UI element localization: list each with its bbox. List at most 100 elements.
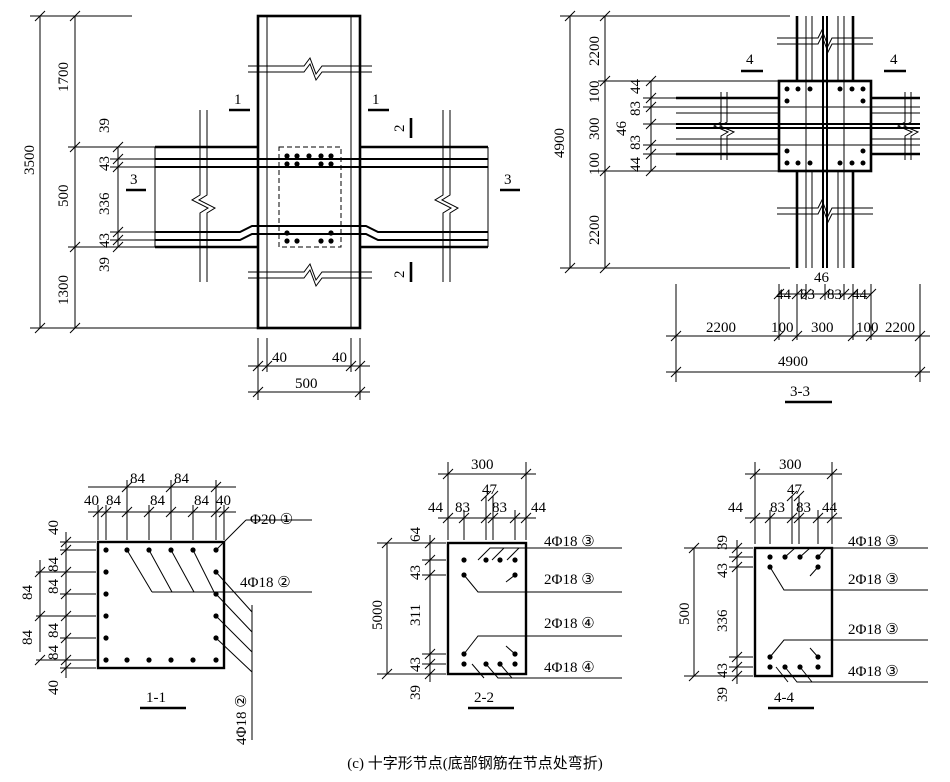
- section-1-1: Φ20 ① 4Φ18 ② 4Φ18 ② 84 84 40 84 84 84 40…: [20, 471, 312, 745]
- s44-left-39b: 39: [715, 687, 731, 702]
- joint-zone: [278, 146, 342, 248]
- s44-left-43b: 43: [715, 663, 731, 678]
- plan-beam-w: 300: [587, 118, 603, 141]
- section-3-3-title: 3-3: [790, 384, 810, 400]
- section-2-2-outline: [446, 541, 528, 676]
- s22-left-64: 64: [408, 527, 424, 543]
- section-2-2-title: 2-2: [474, 690, 494, 706]
- s11-dots: [103, 547, 219, 663]
- s11-label-main: Φ20 ①: [250, 512, 293, 528]
- mark-1-right: 1: [372, 92, 380, 108]
- mark-2-top: 2: [392, 125, 408, 133]
- plan-h-44b: 44: [852, 287, 868, 303]
- s11-left-84b: 84: [46, 579, 62, 595]
- s11-top-84b: 84: [174, 471, 190, 487]
- s11-left-40a: 40: [46, 520, 62, 535]
- s22-label-1: 4Φ18 ③: [544, 534, 595, 550]
- plan-h-100-left: 100: [771, 320, 794, 336]
- s44-label-1: 4Φ18 ③: [848, 534, 899, 550]
- s44-width: 300: [779, 457, 802, 473]
- s22-left-43b: 43: [408, 657, 424, 672]
- dim-upper: 1700: [56, 62, 72, 92]
- break-line: [248, 56, 372, 76]
- s11-left-84a: 84: [46, 557, 62, 573]
- s22-label-2: 2Φ18 ③: [544, 572, 595, 588]
- section-1-1-outline: [96, 540, 226, 670]
- s11-top-84c: 84: [106, 493, 122, 509]
- section-4-4: 4Φ18 ③ 2Φ18 ③ 2Φ18 ③ 4Φ18 ③ 300 47 44 83…: [677, 457, 928, 710]
- elevation-rebar-dots: [284, 153, 334, 244]
- plan-h-83a: 83: [800, 287, 815, 303]
- s11-top-84e: 84: [194, 493, 210, 509]
- plan-arm-top: 2200: [587, 36, 603, 66]
- plan-view: 4 4 4900 2200 100 300 100 2200 44 83 46 …: [552, 10, 930, 404]
- s22-top-47: 47: [482, 482, 498, 498]
- s11-label-bottom: 4Φ18 ②: [234, 694, 250, 745]
- mark-1-left: 1: [234, 92, 242, 108]
- s44-top-44b: 44: [822, 500, 838, 516]
- s11-label-side: 4Φ18 ②: [240, 575, 291, 591]
- plan-h-46: 46: [814, 270, 830, 286]
- s22-width: 300: [471, 457, 494, 473]
- s22-left-43a: 43: [408, 565, 424, 580]
- plan-joint: [777, 79, 873, 173]
- section-1-1-title: 1-1: [146, 690, 166, 706]
- bent-bottom-rebar: [155, 225, 488, 233]
- s22-label-3: 2Φ18 ④: [544, 616, 595, 632]
- plan-edge-bot: 100: [587, 153, 603, 176]
- mark-4-left: 4: [746, 52, 754, 68]
- s44-dots: [767, 554, 821, 670]
- mark-4-right: 4: [890, 52, 898, 68]
- mark-3-left: 3: [130, 172, 138, 188]
- s11-outer-84b: 84: [20, 630, 36, 646]
- s44-label-2: 2Φ18 ③: [848, 572, 899, 588]
- plan-rebar-dots: [784, 86, 866, 166]
- plan-v-dim-5: 44: [628, 157, 644, 173]
- s11-top-84d: 84: [150, 493, 166, 509]
- s22-height: 5000: [370, 600, 386, 630]
- dim-spacing-top: 43: [97, 156, 113, 171]
- dim-col-cover-right: 40: [332, 350, 347, 366]
- elevation-view: 1 1 2 2 3 3 3500 1700 500 1300 39 43: [22, 10, 520, 400]
- plan-v-dim-3: 46: [614, 121, 630, 137]
- dim-lower: 1300: [56, 275, 72, 305]
- section-4-4-outline: [753, 546, 834, 678]
- s44-label-3: 2Φ18 ③: [848, 622, 899, 638]
- s22-top-44a: 44: [428, 500, 444, 516]
- plan-h-44a: 44: [776, 287, 792, 303]
- dim-cover-bot: 39: [97, 257, 113, 272]
- dim-total: 3500: [22, 145, 38, 175]
- column-outline: [256, 14, 362, 330]
- s11-top-40a: 40: [84, 493, 99, 509]
- plan-h-83b: 83: [827, 287, 842, 303]
- plan-h-2200-right: 2200: [885, 320, 915, 336]
- s22-left-39: 39: [408, 685, 424, 700]
- dim-spacing-bot: 43: [97, 233, 113, 248]
- section-4-4-title: 4-4: [774, 690, 794, 706]
- mark-2-bottom: 2: [392, 271, 408, 279]
- dim-col-cover-left: 40: [272, 350, 287, 366]
- mark-3-right: 3: [504, 172, 512, 188]
- s22-left-311: 311: [408, 604, 424, 626]
- dim-col-width: 500: [295, 376, 318, 392]
- s44-label-4: 4Φ18 ③: [848, 664, 899, 680]
- plan-edge-top: 100: [587, 81, 603, 104]
- plan-h-total: 4900: [778, 354, 808, 370]
- s22-dots: [461, 557, 518, 667]
- dim-cover-top: 39: [97, 118, 113, 133]
- s22-top-44b: 44: [531, 500, 547, 516]
- s11-left-84c: 84: [46, 623, 62, 639]
- s11-left-84d: 84: [46, 645, 62, 661]
- figure-caption: (c) 十字形节点(底部钢筋在节点处弯折): [347, 755, 602, 772]
- s22-top-83a: 83: [455, 500, 470, 516]
- plan-v-dim-2: 83: [628, 101, 644, 116]
- s11-left-40b: 40: [46, 680, 62, 695]
- plan-h-300: 300: [811, 320, 834, 336]
- s44-left-43a: 43: [715, 563, 731, 578]
- s11-top-40b: 40: [216, 493, 231, 509]
- s44-left-336: 336: [715, 609, 731, 632]
- s22-label-4: 4Φ18 ④: [544, 660, 595, 676]
- s44-top-44a: 44: [728, 500, 744, 516]
- plan-v-dim-4: 83: [628, 135, 644, 150]
